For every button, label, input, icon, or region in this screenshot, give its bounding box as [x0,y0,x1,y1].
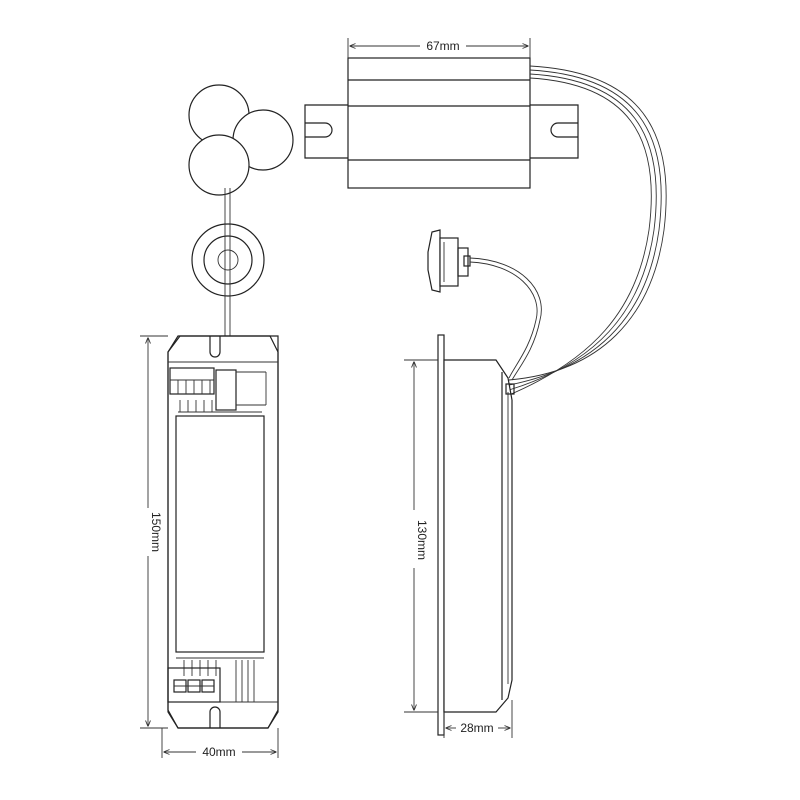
dim-label-130mm: 130mm [415,520,429,560]
dim-top-width: 67mm [347,38,531,58]
dim-label-28mm: 28mm [460,721,493,735]
dim-right-depth: 28mm [443,700,513,738]
dim-left-height: 150mm [140,335,168,729]
dim-label-67mm: 67mm [426,39,459,53]
dim-label-40mm: 40mm [202,745,235,759]
three-circle-symbol [188,84,294,196]
plug-sensor [427,229,542,381]
dim-label-150mm: 150mm [149,512,163,552]
driver-side-view [437,334,515,736]
driver-module [304,57,579,189]
driver-top-view [167,335,279,729]
dim-right-height: 130mm [404,359,438,713]
cable-bundle [508,65,667,396]
sensor-head [191,223,265,297]
dim-left-width: 40mm [161,728,279,759]
